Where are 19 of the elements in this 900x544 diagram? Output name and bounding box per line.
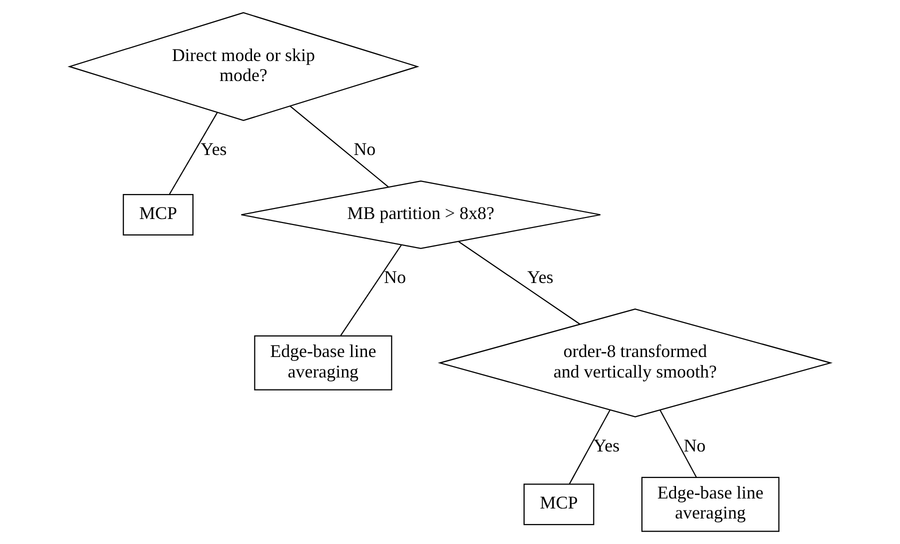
edge-label: Yes <box>200 139 227 160</box>
connector <box>458 241 580 325</box>
connector <box>290 106 389 188</box>
connector <box>340 244 402 336</box>
node-box: Edge-base line averaging <box>641 476 780 532</box>
edge-label: Yes <box>527 267 554 287</box>
node-diamond: order-8 transformed and vertically smooth? <box>438 308 833 418</box>
node-box: MCP <box>122 194 194 236</box>
connector <box>568 410 610 484</box>
edge-label: No <box>684 435 706 456</box>
connector <box>168 112 218 195</box>
node-box: Edge-base line averaging <box>254 335 392 390</box>
node-box: MCP <box>524 484 594 526</box>
edge-label: Yes <box>594 435 620 456</box>
connector <box>660 410 697 478</box>
node-diamond: MB partition > 8x8? <box>240 180 601 249</box>
node-diamond: Direct mode or skip mode? <box>68 12 420 122</box>
edge-label: No <box>354 139 376 160</box>
edge-label: No <box>384 267 406 287</box>
